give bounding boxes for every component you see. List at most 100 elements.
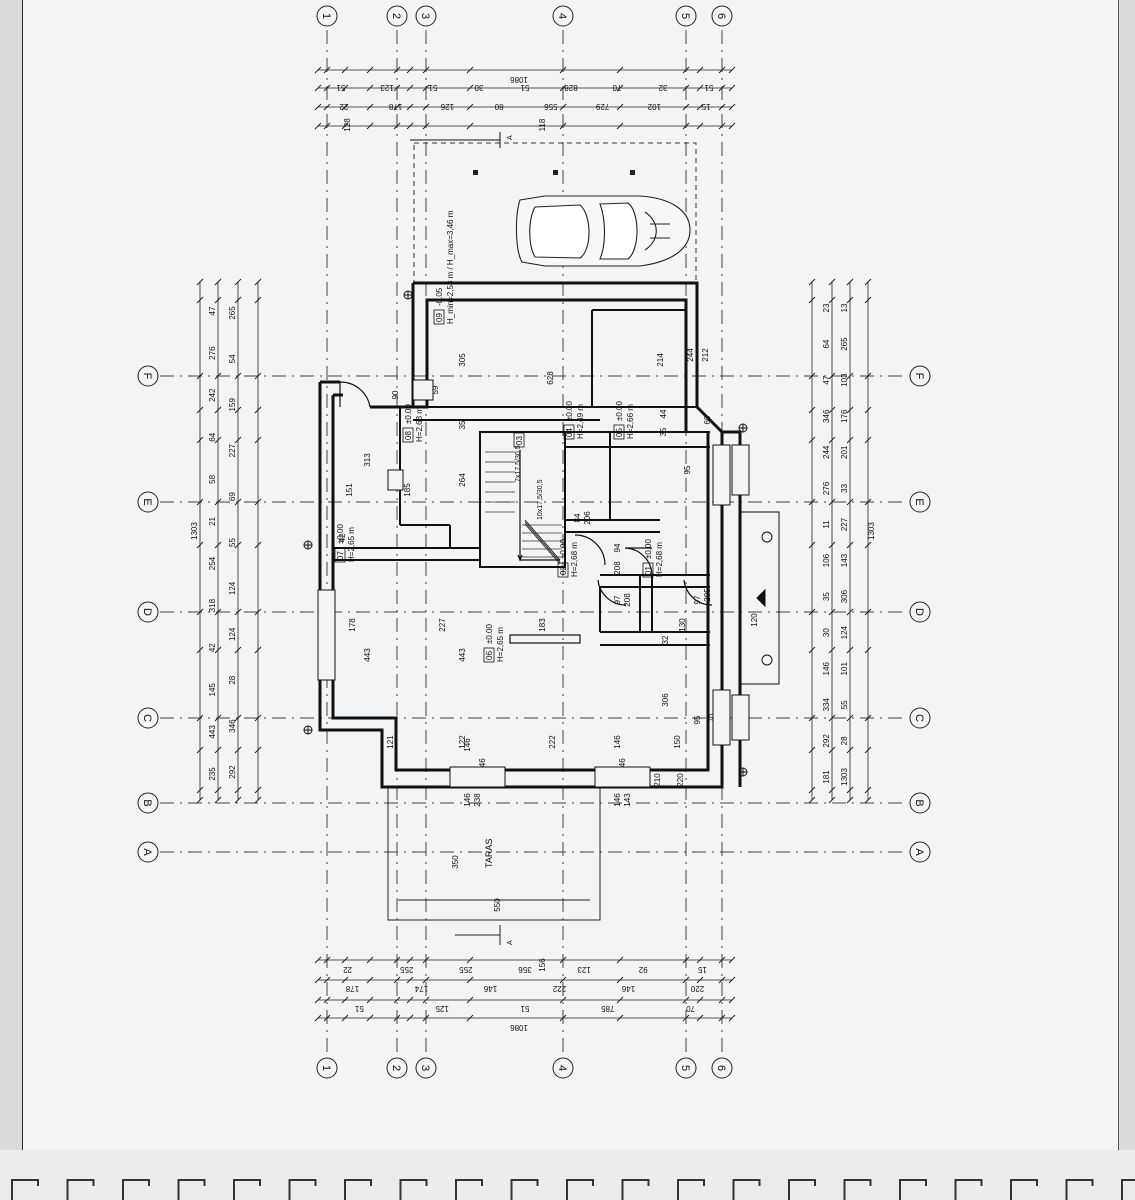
dimension-label: 222 bbox=[552, 984, 566, 993]
dimension-label: 210 bbox=[653, 773, 662, 787]
grid-bubble-left-F bbox=[137, 365, 159, 387]
grid-bubble-top-2 bbox=[386, 5, 408, 27]
grid-lines bbox=[160, 30, 905, 1060]
dimension-label: 15 bbox=[701, 102, 710, 111]
dimension-tick bbox=[196, 608, 204, 616]
room-level: ±0.00 bbox=[615, 400, 624, 421]
dimension-tick bbox=[828, 796, 836, 804]
dimension-label: 92 bbox=[638, 965, 647, 974]
dimension-tick bbox=[196, 278, 204, 286]
section-marker-top bbox=[410, 132, 501, 148]
grid-label: 1 bbox=[320, 1065, 332, 1071]
dimension-tick bbox=[864, 714, 872, 722]
dimension-tick bbox=[341, 84, 349, 92]
grid-label: F bbox=[141, 373, 153, 380]
dimension-label: 785 bbox=[601, 1004, 615, 1013]
dimension-tick bbox=[616, 976, 624, 984]
dimension-tick bbox=[846, 406, 854, 414]
dimension-lines bbox=[199, 69, 869, 1019]
dimension-tick bbox=[196, 714, 204, 722]
room-height: H=2,49 m bbox=[576, 404, 585, 439]
dimension-tick bbox=[406, 66, 414, 74]
dimension-label: 628 bbox=[546, 371, 555, 385]
grid-label: 6 bbox=[715, 1065, 727, 1071]
dimension-tick bbox=[406, 103, 414, 111]
dimension-tick bbox=[422, 976, 430, 984]
dimension-tick bbox=[846, 436, 854, 444]
dimension-label: 120 bbox=[750, 613, 759, 627]
dimension-tick bbox=[314, 976, 322, 984]
dimension-label: 32 bbox=[658, 83, 667, 92]
dimension-tick bbox=[323, 976, 331, 984]
dimension-label: 183 bbox=[538, 618, 547, 632]
dimension-tick bbox=[808, 786, 816, 794]
room-number: 09 bbox=[435, 313, 444, 322]
dimension-label: 13 bbox=[840, 303, 849, 312]
grid-bubble-bottom-5 bbox=[675, 1057, 697, 1079]
dimension-tick bbox=[234, 436, 242, 444]
dimension-label: 346 bbox=[822, 409, 831, 423]
dimension-tick bbox=[422, 1014, 430, 1022]
dimension-label: 146 bbox=[478, 758, 487, 772]
grid-label: E bbox=[141, 498, 153, 505]
dimension-tick bbox=[846, 786, 854, 794]
dimension-tick bbox=[196, 296, 204, 304]
dimension-label: 156 bbox=[538, 958, 547, 972]
binder-ring bbox=[344, 1179, 372, 1200]
terrace-outline bbox=[387, 787, 601, 921]
grid-bubble-left-B bbox=[137, 792, 159, 814]
dimension-label: 227 bbox=[840, 517, 849, 531]
dimension-label: 51 bbox=[520, 1004, 529, 1013]
dimension-label: 235 bbox=[208, 767, 217, 781]
dimension-tick bbox=[366, 84, 374, 92]
dimension-tick bbox=[234, 746, 242, 754]
dimension-label: 242 bbox=[208, 388, 217, 402]
window bbox=[317, 589, 336, 681]
dimension-label: 59 bbox=[431, 385, 440, 394]
dimension-tick bbox=[323, 1014, 331, 1022]
room-height: H=2,68 m bbox=[415, 407, 424, 442]
dimension-tick bbox=[728, 976, 736, 984]
dimension-tick bbox=[728, 66, 736, 74]
dimension-tick bbox=[254, 786, 262, 794]
dimension-tick bbox=[254, 372, 262, 380]
grid-label: A bbox=[141, 848, 153, 856]
carport-posts bbox=[473, 170, 635, 175]
binder-ring bbox=[677, 1179, 705, 1200]
dimension-label: 124 bbox=[840, 625, 849, 639]
dimension-label: 94 bbox=[613, 543, 622, 552]
dimension-tick bbox=[314, 956, 322, 964]
grid-bubble-labels: 1 2 3 4 5 6 1 2 3 4 5 6 A B C D E F A B … bbox=[141, 13, 925, 1071]
room-height: H=2,66 m bbox=[626, 404, 635, 439]
dimension-tick bbox=[214, 714, 222, 722]
interior-walls bbox=[333, 309, 710, 646]
dimension-label: 70 bbox=[612, 83, 621, 92]
dimension-tick bbox=[559, 103, 567, 111]
dimension-tick bbox=[846, 541, 854, 549]
dimension-tick bbox=[846, 296, 854, 304]
binder-ring bbox=[843, 1179, 872, 1200]
dimension-label: 305 bbox=[458, 353, 467, 367]
window bbox=[594, 766, 651, 788]
dimension-label: 222 bbox=[548, 735, 557, 749]
dimension-label: 146 bbox=[613, 793, 622, 807]
depth-dimension-left: 1303 bbox=[190, 522, 199, 540]
dimension-tick bbox=[254, 406, 262, 414]
dimension-tick bbox=[406, 122, 414, 130]
grid-label: 1 bbox=[320, 13, 332, 19]
dimension-label: 126 bbox=[440, 102, 454, 111]
dimension-label: 181 bbox=[822, 770, 831, 784]
dimension-tick bbox=[828, 498, 836, 506]
grid-label: 2 bbox=[390, 1065, 402, 1071]
dimension-tick bbox=[196, 406, 204, 414]
dimension-tick bbox=[406, 996, 414, 1004]
dimension-tick bbox=[808, 714, 816, 722]
room-number: 04 bbox=[565, 428, 574, 437]
level-markers bbox=[303, 290, 748, 777]
dimension-tick bbox=[323, 122, 331, 130]
dimension-tick bbox=[828, 608, 836, 616]
dimension-label: 254 bbox=[208, 556, 217, 570]
dimension-label: 206 bbox=[583, 511, 592, 525]
dimension-tick bbox=[559, 1014, 567, 1022]
